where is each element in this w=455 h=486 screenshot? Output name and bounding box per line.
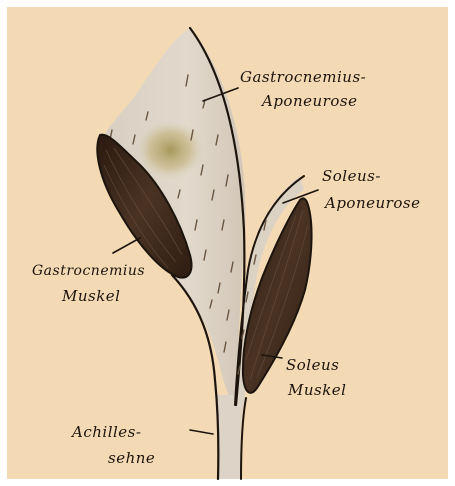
label-soleus-muskel-1: Soleus [286, 356, 339, 374]
label-soleus-muskel-2: Muskel [287, 381, 346, 399]
label-achillessehne-2: sehne [108, 449, 155, 467]
label-gastrocnemius-muskel-1: Gastrocnemius [32, 263, 145, 279]
label-soleus-aponeurose-2: Aponeurose [323, 194, 420, 212]
label-gastrocnemius-muskel-2: Muskel [61, 287, 120, 305]
label-soleus-aponeurose-1: Soleus- [322, 167, 381, 185]
label-achillessehne-1: Achilles- [70, 423, 141, 441]
label-gastrocnemius-aponeurose-1: Gastrocnemius- [240, 68, 366, 86]
label-gastrocnemius-aponeurose-2: Aponeurose [260, 92, 357, 110]
